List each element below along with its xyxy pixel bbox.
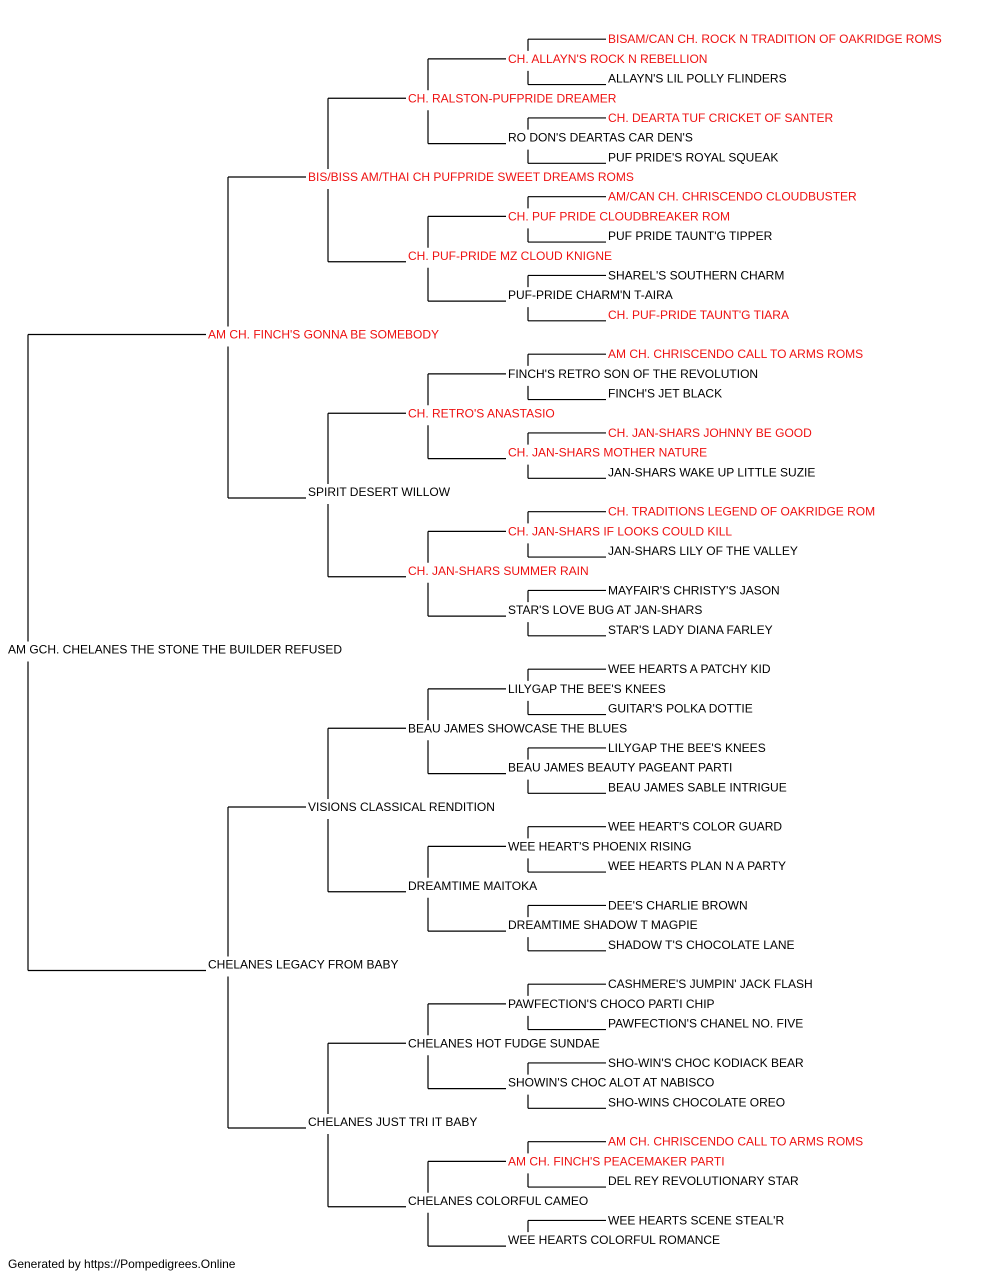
dog-name-gen4: CH. PUF PRIDE CLOUDBREAKER ROM (508, 209, 730, 223)
dog-name-gen2: BIS/BISS AM/THAI CH PUFPRIDE SWEET DREAM… (308, 170, 634, 184)
dog-name-gen5: PAWFECTION'S CHANEL NO. FIVE (608, 1017, 803, 1031)
dog-name-gen3: BEAU JAMES SHOWCASE THE BLUES (408, 721, 627, 735)
footer-credit: Generated by https://Pompedigrees.Online (8, 1257, 236, 1271)
dog-name-gen5: WEE HEARTS A PATCHY KID (608, 662, 771, 676)
dog-name-gen5: SHADOW T'S CHOCOLATE LANE (608, 938, 795, 952)
dog-name-gen4: DREAMTIME SHADOW T MAGPIE (508, 918, 698, 932)
dog-name-gen5: PUF PRIDE TAUNT'G TIPPER (608, 229, 773, 243)
dog-name-gen4: PAWFECTION'S CHOCO PARTI CHIP (508, 997, 715, 1011)
dog-name-gen5: CH. PUF-PRIDE TAUNT'G TIARA (608, 308, 789, 322)
dog-name-gen3: CHELANES COLORFUL CAMEO (408, 1194, 588, 1208)
dog-name-gen4: WEE HEARTS COLORFUL ROMANCE (508, 1233, 720, 1247)
dog-name-gen2: SPIRIT DESERT WILLOW (308, 485, 451, 499)
dog-name-gen5: GUITAR'S POLKA DOTTIE (608, 702, 753, 716)
dog-name-gen5: SHO-WIN'S CHOC KODIACK BEAR (608, 1056, 804, 1070)
dog-name-gen5: CH. TRADITIONS LEGEND OF OAKRIDGE ROM (608, 505, 875, 519)
dog-name-gen4: CH. ALLAYN'S ROCK N REBELLION (508, 52, 707, 66)
dog-name-gen5: BEAU JAMES SABLE INTRIGUE (608, 780, 787, 794)
dog-name-gen5: ALLAYN'S LIL POLLY FLINDERS (608, 72, 787, 86)
dog-name-gen5: DEE'S CHARLIE BROWN (608, 898, 748, 912)
dog-name-gen4: STAR'S LOVE BUG AT JAN-SHARS (508, 603, 702, 617)
dog-name-gen4: WEE HEART'S PHOENIX RISING (508, 839, 691, 853)
dog-name-gen4: PUF-PRIDE CHARM'N T-AIRA (508, 288, 673, 302)
dog-name-gen5: FINCH'S JET BLACK (608, 387, 722, 401)
dog-name-gen4: FINCH'S RETRO SON OF THE REVOLUTION (508, 367, 758, 381)
dog-name-gen5: SHAREL'S SOUTHERN CHARM (608, 268, 784, 282)
dog-name-gen3: CH. RALSTON-PUFPRIDE DREAMER (408, 91, 617, 105)
dog-name-gen3: CH. PUF-PRIDE MZ CLOUD KNIGNE (408, 249, 612, 263)
dog-name-gen2: CHELANES JUST TRI IT BABY (308, 1115, 477, 1129)
dog-name-gen5: BISAM/CAN CH. ROCK N TRADITION OF OAKRID… (608, 32, 942, 46)
dog-name-gen5: SHO-WINS CHOCOLATE OREO (608, 1095, 785, 1109)
dog-name-gen4: SHOWIN'S CHOC ALOT AT NABISCO (508, 1076, 714, 1090)
dog-name-gen5: PUF PRIDE'S ROYAL SQUEAK (608, 150, 778, 164)
dog-name-gen4: CH. JAN-SHARS IF LOOKS COULD KILL (508, 524, 732, 538)
dog-name-gen5: AM CH. CHRISCENDO CALL TO ARMS ROMS (608, 1135, 863, 1149)
dog-name-gen3: CHELANES HOT FUDGE SUNDAE (408, 1036, 600, 1050)
dog-name-gen5: WEE HEARTS PLAN N A PARTY (608, 859, 786, 873)
dog-name-gen1: AM CH. FINCH'S GONNA BE SOMEBODY (208, 328, 439, 342)
dog-name-gen5: JAN-SHARS WAKE UP LITTLE SUZIE (608, 465, 815, 479)
dog-name-gen4: BEAU JAMES BEAUTY PAGEANT PARTI (508, 761, 732, 775)
dog-name-gen4: RO DON'S DEARTAS CAR DEN'S (508, 131, 693, 145)
dog-name-gen0: AM GCH. CHELANES THE STONE THE BUILDER R… (8, 643, 342, 657)
dog-name-gen4: AM CH. FINCH'S PEACEMAKER PARTI (508, 1154, 725, 1168)
dog-name-gen5: MAYFAIR'S CHRISTY'S JASON (608, 583, 780, 597)
dog-name-gen4: CH. JAN-SHARS MOTHER NATURE (508, 446, 707, 460)
dog-name-gen5: JAN-SHARS LILY OF THE VALLEY (608, 544, 798, 558)
dog-name-gen5: WEE HEART'S COLOR GUARD (608, 820, 782, 834)
dog-name-gen5: LILYGAP THE BEE'S KNEES (608, 741, 766, 755)
dog-name-gen3: CH. JAN-SHARS SUMMER RAIN (408, 564, 589, 578)
dog-name-gen5: STAR'S LADY DIANA FARLEY (608, 623, 773, 637)
dog-name-gen5: CASHMERE'S JUMPIN' JACK FLASH (608, 977, 813, 991)
dog-name-gen5: WEE HEARTS SCENE STEAL'R (608, 1213, 784, 1227)
dog-name-gen5: CH. JAN-SHARS JOHNNY BE GOOD (608, 426, 812, 440)
dog-name-gen5: AM CH. CHRISCENDO CALL TO ARMS ROMS (608, 347, 863, 361)
dog-name-gen3: CH. RETRO'S ANASTASIO (408, 406, 555, 420)
dog-name-gen2: VISIONS CLASSICAL RENDITION (308, 800, 495, 814)
dog-name-gen3: DREAMTIME MAITOKA (408, 879, 537, 893)
dog-name-gen5: DEL REY REVOLUTIONARY STAR (608, 1174, 799, 1188)
pedigree-tree: AM GCH. CHELANES THE STONE THE BUILDER R… (8, 32, 942, 1247)
dog-name-gen5: AM/CAN CH. CHRISCENDO CLOUDBUSTER (608, 190, 857, 204)
dog-name-gen1: CHELANES LEGACY FROM BABY (208, 958, 399, 972)
dog-name-gen5: CH. DEARTA TUF CRICKET OF SANTER (608, 111, 833, 125)
dog-name-gen4: LILYGAP THE BEE'S KNEES (508, 682, 666, 696)
